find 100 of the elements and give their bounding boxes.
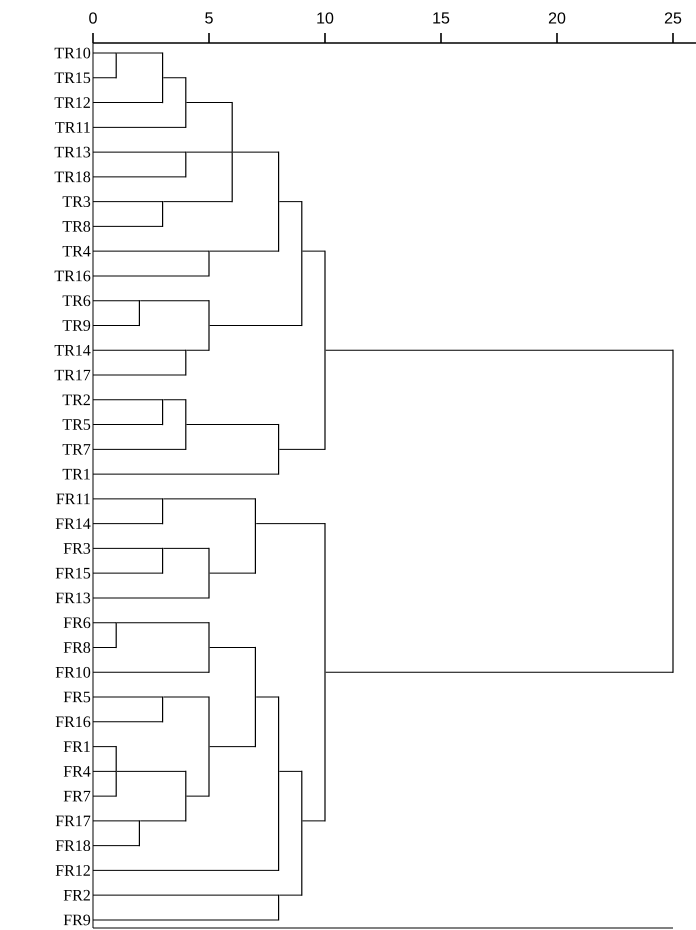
leaf-label: FR7 — [64, 790, 90, 802]
branch-line — [92, 820, 140, 822]
branch-line — [162, 201, 233, 202]
junction-line — [672, 350, 674, 673]
branch-line — [186, 796, 210, 797]
leaf-label: TR13 — [54, 146, 90, 158]
branch-line — [92, 126, 186, 128]
junction-line — [185, 77, 186, 128]
branch-line — [116, 770, 186, 772]
branch-line — [256, 523, 326, 524]
junction-line — [208, 696, 210, 797]
leaf-label: TR15 — [54, 72, 90, 84]
leaf-label: TR6 — [62, 295, 90, 306]
tick-label: 20 — [548, 12, 566, 24]
branch-line — [325, 350, 674, 351]
branch-line — [92, 176, 186, 178]
branch-line — [256, 696, 280, 698]
branch-line — [162, 548, 210, 549]
junction-line — [208, 548, 210, 599]
branch-line — [162, 399, 186, 400]
junction-line — [208, 300, 210, 351]
junction-line — [278, 696, 280, 871]
junction-line — [278, 152, 280, 252]
leaf-label: FR17 — [56, 816, 90, 826]
branch-line — [278, 201, 302, 202]
leaf-label: TR7 — [62, 444, 90, 455]
junction-line — [278, 894, 280, 921]
branch-line — [186, 350, 210, 351]
branch-line — [92, 696, 164, 698]
branch-line — [162, 696, 210, 698]
leaf-label: FR1 — [64, 741, 90, 752]
junction-line — [185, 770, 186, 822]
branch-line — [92, 796, 117, 797]
junction-line — [162, 201, 164, 227]
junction-line — [185, 350, 186, 376]
branch-line — [92, 399, 164, 400]
tick-label: 15 — [433, 12, 450, 24]
junction-line — [162, 498, 164, 524]
leaf-label: TR3 — [62, 196, 90, 207]
junction-line — [162, 548, 164, 574]
branch-line — [278, 894, 302, 896]
junction-line — [208, 250, 210, 277]
branch-line — [116, 52, 164, 54]
branch-line — [92, 894, 280, 896]
leaf-label: TR1 — [62, 468, 90, 480]
branch-line — [140, 300, 210, 302]
leaf-label: TR12 — [54, 97, 90, 108]
junction-line — [138, 300, 140, 326]
branch-line — [140, 820, 186, 822]
branch-line — [186, 152, 233, 153]
branch-line — [92, 770, 117, 772]
branch-line — [209, 324, 302, 326]
branch-line — [302, 250, 326, 252]
branch-line — [278, 448, 326, 450]
leaf-label: FR2 — [64, 890, 90, 900]
leaf-label: TR4 — [62, 246, 91, 256]
junction-line — [278, 424, 280, 475]
branch-line — [209, 646, 256, 648]
leaf-label: TR5 — [62, 419, 90, 430]
branch-line — [92, 672, 210, 673]
leaf-label: FR13 — [56, 592, 90, 604]
junction-line — [301, 770, 302, 896]
branch-line — [92, 201, 164, 202]
leaf-label: FR6 — [64, 617, 90, 628]
branch-line — [92, 523, 164, 524]
branch-line — [92, 498, 164, 500]
branch-line — [92, 572, 164, 574]
junction-line — [138, 820, 140, 846]
leaf-label: TR14 — [54, 344, 91, 356]
junction-line — [254, 498, 256, 574]
junction-line — [254, 646, 256, 748]
junction-line — [116, 746, 117, 797]
branch-line — [302, 820, 326, 822]
branch-line — [92, 350, 186, 351]
branch-line — [92, 250, 210, 252]
branch-line — [92, 721, 164, 722]
junction-line — [116, 622, 117, 648]
branch-line — [92, 845, 140, 846]
branch-line — [92, 152, 186, 153]
branch-line — [92, 226, 164, 227]
leaf-label: FR5 — [64, 692, 90, 702]
branch-line — [278, 770, 302, 772]
branch-line — [186, 102, 233, 104]
junction-line — [162, 52, 164, 104]
branch-line — [92, 275, 210, 276]
branch-line — [209, 572, 256, 574]
branch-line — [209, 250, 280, 252]
leaf-label: TR18 — [54, 171, 90, 182]
branch-line — [162, 498, 256, 500]
branch-line — [92, 324, 140, 326]
junction-line — [324, 250, 326, 450]
branch-line — [92, 102, 164, 104]
leaf-label: FR14 — [56, 518, 91, 529]
junction-line — [208, 622, 210, 673]
branch-line — [92, 77, 117, 78]
leaf-label: TR17 — [54, 370, 90, 380]
branch-line — [209, 746, 256, 748]
leaf-label: FR18 — [56, 840, 90, 852]
junction-line — [116, 52, 117, 78]
leaf-label: FR9 — [64, 914, 90, 926]
